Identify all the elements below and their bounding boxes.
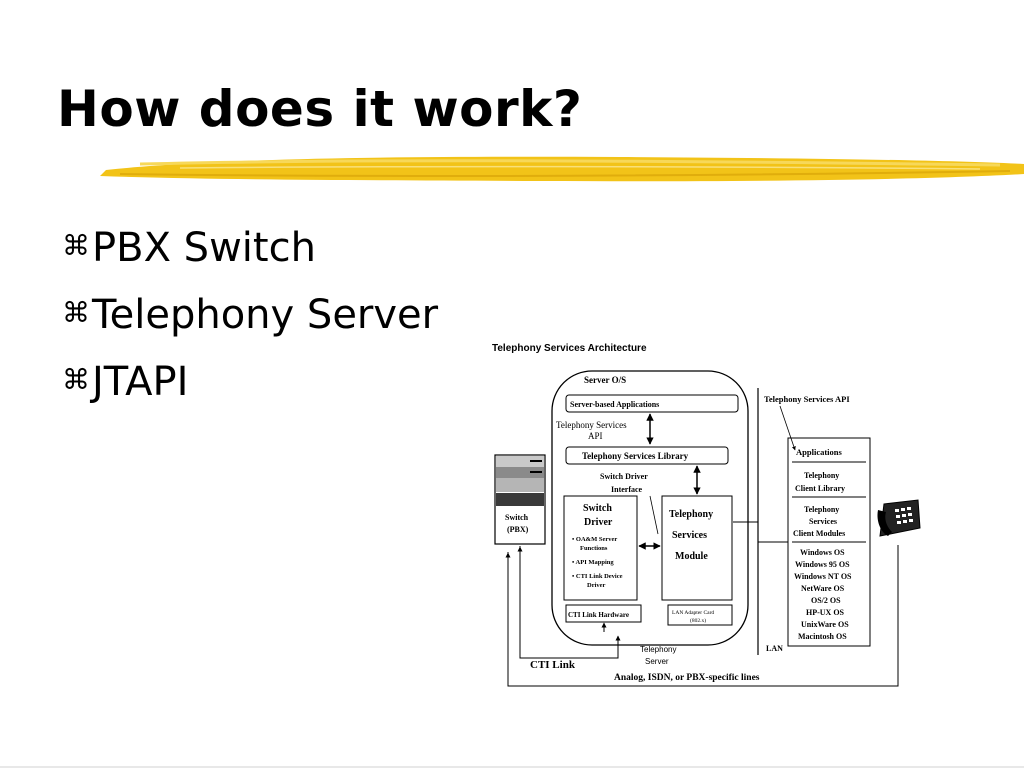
lan-card-box xyxy=(667,604,733,626)
client-mod-label-3: Client Modules xyxy=(793,529,845,538)
analog-lines-label: Analog, ISDN, or PBX-specific lines xyxy=(614,673,760,683)
highlight-brush-stroke xyxy=(100,156,1024,182)
tsm-label-3: Module xyxy=(675,551,708,562)
os-item: UnixWare OS xyxy=(801,620,849,629)
server-os-label: Server O/S xyxy=(584,375,626,385)
os-item: HP-UX OS xyxy=(806,608,845,617)
command-key-icon: ⌘ xyxy=(62,229,90,262)
sd-item-3b: Driver xyxy=(587,582,606,589)
os-item: Windows 95 OS xyxy=(795,560,850,569)
os-item: Macintosh OS xyxy=(798,632,847,641)
ts-module-box xyxy=(661,495,733,601)
cti-link-label: CTI Link xyxy=(530,659,576,671)
cti-hardware-label: CTI Link Hardware xyxy=(568,611,629,619)
tsapi-pointer xyxy=(779,405,796,451)
ts-api-label-2: API xyxy=(588,431,603,441)
bullet-item: ⌘JTAPI xyxy=(62,356,438,423)
slide-title: How does it work? xyxy=(57,80,583,138)
os-item: NetWare OS xyxy=(801,584,845,593)
sd-item-1a: • OA&M Server xyxy=(572,536,617,543)
tsm-label-1: Telephony xyxy=(669,509,713,520)
lan-card-label-2: (802.x) xyxy=(690,617,706,624)
command-key-icon: ⌘ xyxy=(62,296,90,329)
lan-label: LAN xyxy=(766,644,783,653)
command-key-icon: ⌘ xyxy=(62,363,90,396)
bullet-text: PBX Switch xyxy=(92,225,316,271)
tsm-label-2: Services xyxy=(672,530,707,541)
sdi-label-2: Interface xyxy=(611,485,643,494)
switch-driver-box xyxy=(563,495,638,601)
sd-item-1b: Functions xyxy=(580,545,608,552)
cti-link-path xyxy=(519,546,619,659)
ts-api-label-1: Telephony Services xyxy=(556,420,627,430)
switch-label-1: Switch xyxy=(505,513,529,522)
bullet-item: ⌘PBX Switch xyxy=(62,222,438,289)
ts-library-label: Telephony Services Library xyxy=(582,451,689,461)
switch-driver-label-1: Switch xyxy=(583,503,612,514)
footer-divider xyxy=(0,766,1024,768)
architecture-diagram: Telephony Services Architecture Server O… xyxy=(492,343,921,687)
client-mod-label-2: Services xyxy=(809,517,837,526)
analog-lines-path xyxy=(507,545,899,687)
tsapi-label: Telephony Services API xyxy=(764,394,850,404)
tel-server-label-2: Server xyxy=(645,657,669,666)
cti-hardware-box xyxy=(565,604,642,623)
lan-card-label-1: LAN Adapter Card xyxy=(672,610,714,616)
switch-driver-label-2: Driver xyxy=(584,517,613,528)
pbx-switch-icon xyxy=(494,454,546,545)
sd-item-2: • API Mapping xyxy=(572,559,614,566)
tel-server-label-1: Telephony xyxy=(640,645,676,654)
client-mod-label-1: Telephony xyxy=(804,505,839,514)
switch-label-2: (PBX) xyxy=(507,525,529,534)
sd-item-3a: • CTI Link Device xyxy=(572,573,623,580)
os-item: Windows OS xyxy=(800,548,845,557)
bullet-list: ⌘PBX Switch ⌘Telephony Server ⌘JTAPI xyxy=(62,222,438,423)
diagram-title: Telephony Services Architecture xyxy=(492,343,647,354)
client-lib-label-1: Telephony xyxy=(804,471,839,480)
client-lib-label-2: Client Library xyxy=(795,484,845,493)
server-apps-box xyxy=(565,394,739,413)
server-os-container xyxy=(551,370,749,646)
sdi-label-1: Switch Driver xyxy=(600,472,648,481)
telephone-icon xyxy=(877,499,921,537)
bullet-text: JTAPI xyxy=(92,359,189,405)
client-stack-box xyxy=(787,437,871,647)
sdi-pointer xyxy=(649,495,659,535)
ts-library-box xyxy=(565,446,729,465)
os-item: Windows NT OS xyxy=(794,572,852,581)
server-apps-label: Server-based Applications xyxy=(570,400,659,409)
client-apps-label: Applications xyxy=(796,447,843,457)
bullet-item: ⌘Telephony Server xyxy=(62,289,438,356)
os-item: OS/2 OS xyxy=(811,596,841,605)
bullet-text: Telephony Server xyxy=(92,292,439,338)
